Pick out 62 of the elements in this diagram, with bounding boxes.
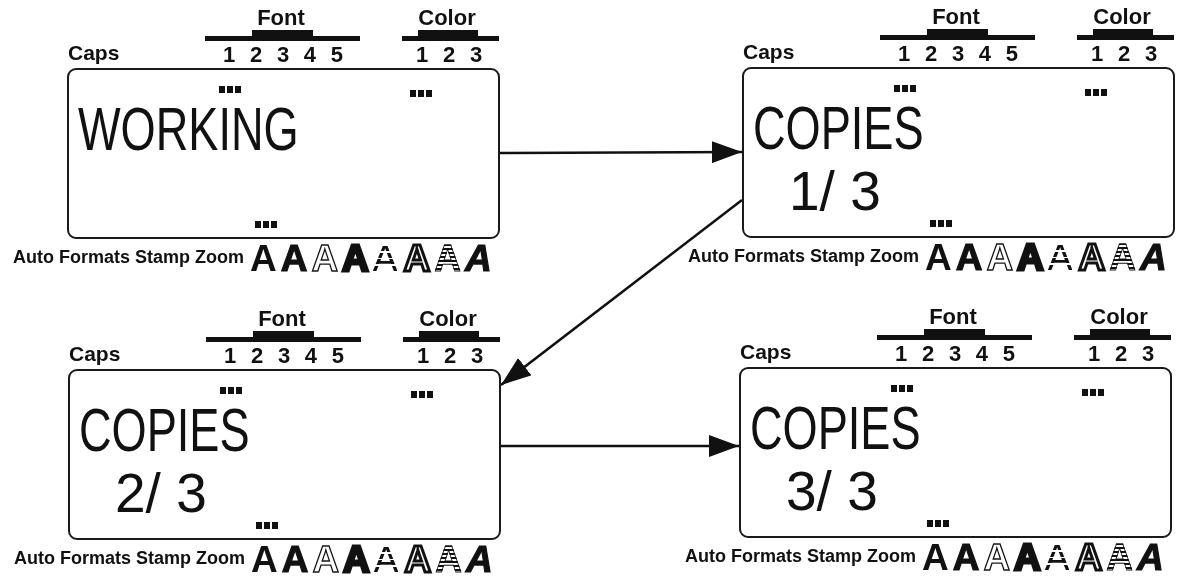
arrow <box>501 435 739 457</box>
style-sample-letter: A <box>955 239 983 277</box>
indicator-label: Auto Formats Stamp Zoom <box>13 247 244 266</box>
lcd-screen <box>742 67 1175 238</box>
display-text: 3/ 3 <box>786 463 878 519</box>
indicator-label: Caps <box>69 343 121 365</box>
indicator-numbers: 1 2 3 4 5 <box>223 44 348 67</box>
style-sample-letter: A <box>251 541 278 579</box>
indicator-numbers: 1 2 3 <box>417 345 488 368</box>
style-sample-letter: A <box>1136 539 1164 577</box>
arrow <box>500 141 742 164</box>
style-sample-letter: A <box>952 539 980 577</box>
indicator-label: Font <box>258 308 306 331</box>
indicator-numbers: 1 2 3 4 5 <box>898 43 1023 66</box>
style-sample-letter: A <box>1075 539 1103 577</box>
display-text: COPIES <box>750 398 921 460</box>
style-sample-letter: A <box>922 539 949 577</box>
style-sample-letter: A <box>1014 539 1041 577</box>
indicator-label: Color <box>418 7 476 30</box>
lcd-screen <box>739 367 1172 538</box>
style-sample-letter: A <box>342 240 369 278</box>
style-sample-letter: A <box>281 541 309 579</box>
indicator-label: Auto Formats Stamp Zoom <box>685 546 916 565</box>
style-sample-letter: A <box>404 541 432 579</box>
display-text: WORKING <box>78 99 299 161</box>
style-sample-letter: A <box>343 541 370 579</box>
style-sample-letter: A <box>465 541 493 579</box>
display-text: 2/ 3 <box>115 465 207 521</box>
indicator-label: Font <box>929 306 977 329</box>
style-sample-letter: A <box>280 240 308 278</box>
arrow <box>500 199 743 386</box>
indicator-numbers: 1 2 3 4 5 <box>224 345 349 368</box>
style-sample-letter: A <box>312 541 340 579</box>
display-text: COPIES <box>79 400 250 462</box>
indicator-numbers: 1 2 3 <box>416 44 487 67</box>
indicator-numbers: 1 2 3 <box>1088 343 1159 366</box>
lcd-screen <box>67 68 500 239</box>
indicator-label: Caps <box>743 41 795 63</box>
indicator-label: Font <box>932 6 980 29</box>
indicator-label: Font <box>257 7 305 30</box>
display-text: COPIES <box>753 98 924 160</box>
indicator-label: Caps <box>740 341 792 363</box>
style-sample-letter: A <box>250 240 277 278</box>
indicator-numbers: 1 2 3 4 5 <box>895 343 1020 366</box>
style-sample-letter: A <box>925 239 952 277</box>
indicator-label: Color <box>1093 6 1151 29</box>
indicator-label: Auto Formats Stamp Zoom <box>14 548 245 567</box>
indicator-label: Color <box>419 308 477 331</box>
style-sample-letter: A <box>1139 239 1167 277</box>
style-sample-letter: A <box>1078 239 1106 277</box>
display-text: 1/ 3 <box>789 163 881 219</box>
style-sample-letter: A <box>403 240 431 278</box>
indicator-numbers: 1 2 3 <box>1091 43 1162 66</box>
style-sample-letter: A <box>1017 239 1044 277</box>
lcd-screen <box>68 369 501 540</box>
style-sample-letter: A <box>311 240 339 278</box>
indicator-label: Color <box>1090 306 1148 329</box>
style-sample-letter: A <box>464 240 492 278</box>
indicator-label: Caps <box>68 42 120 64</box>
indicator-label: Auto Formats Stamp Zoom <box>688 246 919 265</box>
style-sample-letter: A <box>986 239 1014 277</box>
style-sample-letter: A <box>983 539 1011 577</box>
